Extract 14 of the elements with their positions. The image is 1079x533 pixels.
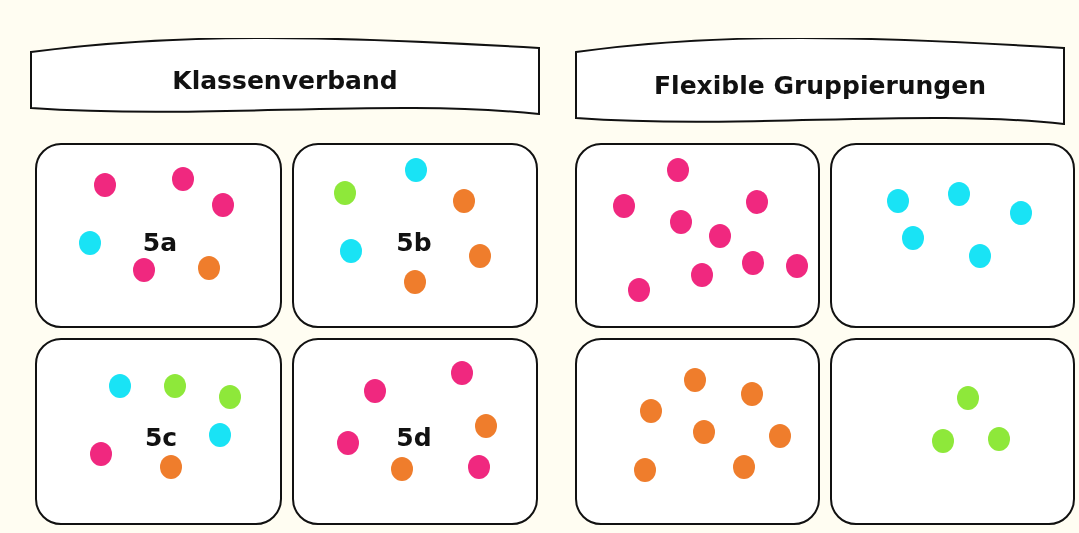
group-card	[292, 143, 538, 328]
group-card	[830, 143, 1075, 328]
banner-title: Klassenverband	[171, 65, 399, 95]
group-card	[35, 338, 282, 525]
group-card	[292, 338, 538, 525]
banner-title: Flexible Gruppierungen	[653, 70, 987, 100]
group-card	[575, 143, 820, 328]
class-label: 5d	[396, 422, 432, 452]
class-label: 5c	[144, 422, 178, 452]
class-label: 5a	[142, 227, 178, 257]
class-label: 5b	[396, 227, 432, 257]
group-card	[830, 338, 1075, 525]
group-card	[575, 338, 820, 525]
group-card	[35, 143, 282, 328]
